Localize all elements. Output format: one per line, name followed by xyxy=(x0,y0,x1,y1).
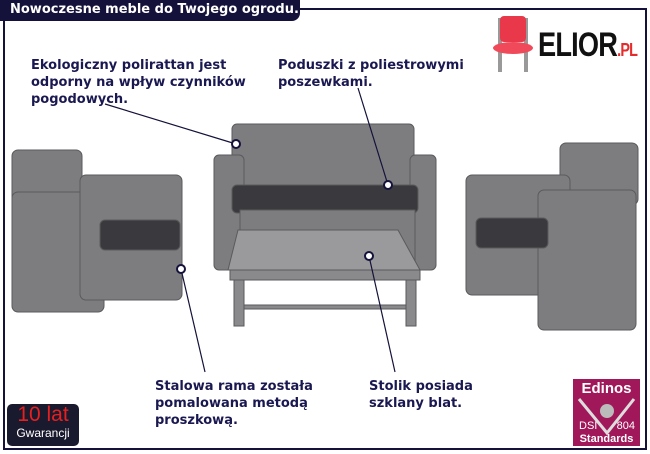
warranty-label: Gwarancji xyxy=(16,426,70,440)
right-armchair xyxy=(465,142,639,331)
edinos-v-icon xyxy=(577,398,636,436)
edinos-left: DSI xyxy=(579,420,598,432)
edinos-bottom: Standards xyxy=(579,433,634,445)
note-cushions: Poduszki z poliestrowymi poszewkami. xyxy=(278,58,464,90)
warranty-badge: 10 lat Gwarancji xyxy=(7,404,79,446)
warranty-years: 10 lat xyxy=(17,403,69,426)
note-rattan: Ekologiczny polirattan jest odporny na w… xyxy=(31,58,246,107)
pointer-lines xyxy=(104,87,396,373)
edinos-title: Edinos xyxy=(581,380,632,397)
note-table: Stolik posiada szklany blat. xyxy=(369,379,473,411)
note-frame: Stalowa rama została pomalowana metodą p… xyxy=(155,379,313,428)
edinos-badge: Edinos DSI 804 Standards xyxy=(573,379,640,446)
image-frame xyxy=(3,8,647,450)
elior-logo[interactable]: ELIOR.PL xyxy=(488,14,650,76)
logo-text: ELIOR.PL xyxy=(538,25,638,64)
left-armchair xyxy=(11,149,183,313)
chair-icon xyxy=(493,16,533,72)
header-title: Nowoczesne meble do Twojego ogrodu. xyxy=(0,0,300,21)
edinos-right: 804 xyxy=(616,420,635,432)
coffee-table xyxy=(227,229,421,327)
